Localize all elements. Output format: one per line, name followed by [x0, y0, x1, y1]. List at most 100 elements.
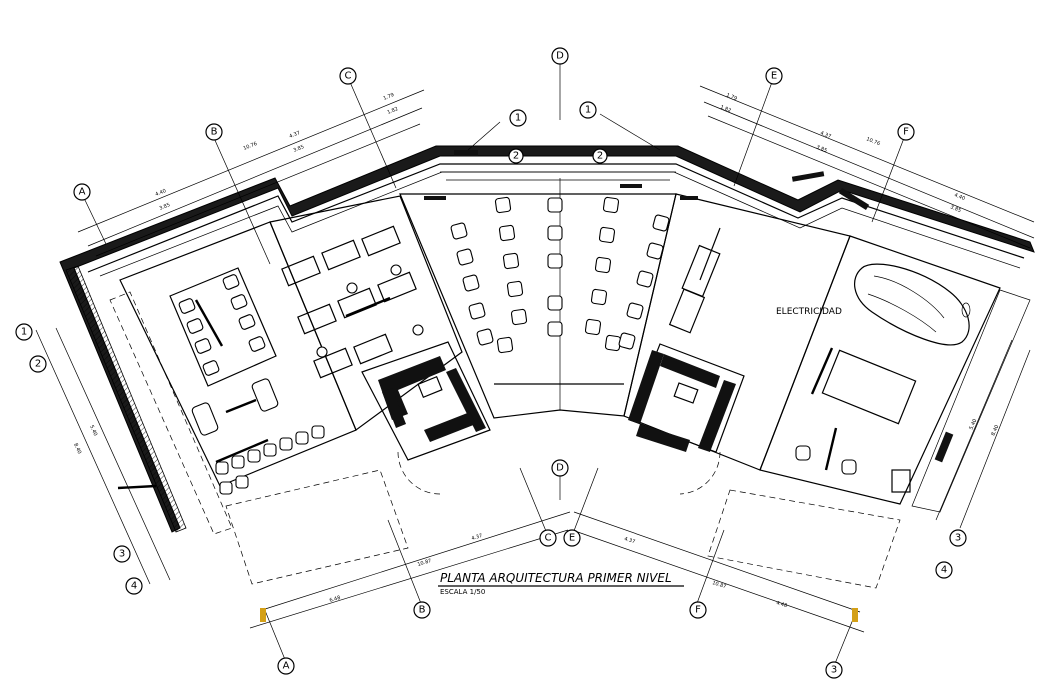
axis-bubble-c-bottom: C [539, 529, 557, 547]
dim-left-1: 5.40 [88, 424, 98, 437]
axis-bubble-e-bottom: E [563, 529, 581, 547]
dim-top-right-5: 10.76 [865, 136, 881, 147]
garage-fixtures [795, 347, 954, 493]
dim-top-right-6: 4.40 [953, 192, 966, 202]
dim-bottom-3: 4.37 [471, 533, 483, 542]
axis-marker-right [852, 608, 858, 622]
dim-top-left-7: 3.85 [159, 202, 172, 212]
inner-wall-line [87, 163, 1025, 273]
axis-bubble-e-top: E [765, 67, 783, 85]
axis-bubble-1-left: 1 [15, 323, 33, 341]
axis-bubble-top-d: D [551, 47, 569, 65]
svg-text:3: 3 [955, 533, 961, 544]
bottom-right-room [707, 489, 901, 589]
axis-bubble-a-bottom: A [277, 657, 295, 675]
electric-room [623, 193, 851, 471]
svg-text:E: E [771, 71, 777, 82]
dim-bottom-5: 4.48 [775, 600, 787, 609]
axis-bubble-mid-d: D [551, 459, 569, 477]
svg-text:D: D [556, 51, 564, 62]
axis-bubble-2-left: 2 [29, 355, 47, 373]
dim-top-left-3: 4.37 [289, 130, 302, 140]
dim-top-right-3: 4.37 [819, 130, 832, 140]
left-corridor [109, 291, 233, 535]
svg-text:1: 1 [515, 113, 521, 124]
top-window-strip [424, 150, 676, 200]
electric-fixtures [668, 171, 870, 334]
dimension-lines [35, 60, 1035, 667]
garage-room [759, 235, 1001, 505]
dim-top-left-6: 4.40 [155, 188, 168, 198]
svg-text:4: 4 [941, 565, 947, 576]
axis-bubble-2-top-left: 2 [508, 148, 524, 164]
workstations [281, 225, 424, 379]
axis-bubbles: D D C B A E F 1 2 3 4 3 4 B A C E F 3 1 … [15, 47, 967, 679]
dim-top-right-1: 1.79 [725, 92, 738, 102]
svg-text:2: 2 [35, 359, 41, 370]
svg-text:D: D [556, 463, 564, 474]
svg-text:2: 2 [597, 151, 603, 162]
dim-top-left-4: 3.85 [293, 144, 306, 154]
svg-text:C: C [545, 533, 552, 544]
dim-top-right-7: 3.85 [949, 204, 962, 214]
dim-top-left-1: 1.79 [383, 92, 396, 102]
axis-bubble-1-top-left: 1 [509, 109, 527, 127]
dimension-texts: 1.79 1.82 4.37 3.85 10.76 4.40 3.85 1.79… [72, 92, 1000, 609]
dim-top-right-2: 1.82 [719, 104, 732, 114]
dim-bottom-6: 10.87 [711, 580, 726, 590]
svg-text:B: B [419, 605, 426, 616]
axis-bubble-3-left: 3 [113, 545, 131, 563]
left-wing [109, 195, 491, 585]
axis-bubble-3-bottom: 3 [825, 661, 843, 679]
axis-bubble-2-top-right: 2 [592, 148, 608, 164]
dim-bottom-4: 4.37 [623, 536, 635, 545]
left-core [361, 341, 491, 461]
axis-bubble-c-top: C [339, 67, 357, 85]
svg-text:F: F [903, 127, 909, 138]
car-icon [854, 263, 971, 346]
dim-top-left-2: 1.82 [387, 106, 400, 116]
dim-right-2: 8.40 [990, 424, 1000, 437]
svg-text:A: A [79, 187, 86, 198]
right-wing: ELECTRICIDAD [623, 171, 1031, 589]
dim-top-left-5: 10.76 [243, 141, 259, 152]
axis-bubble-a-top: A [73, 183, 91, 201]
room-label-electricidad: ELECTRICIDAD [776, 307, 842, 317]
right-core [628, 343, 745, 453]
svg-text:2: 2 [513, 151, 519, 162]
left-marker-bar [117, 484, 157, 490]
axis-bubble-4-left: 4 [125, 577, 143, 595]
drawing-title-block: PLANTA ARQUITECTURA PRIMER NIVEL ESCALA … [438, 571, 684, 596]
conference-table-center [194, 299, 224, 347]
desk-room-left [269, 195, 463, 431]
waiting-chairs [215, 425, 325, 495]
svg-text:E: E [569, 533, 575, 544]
dim-bottom-1: 10.87 [417, 558, 432, 568]
drawing-scale: ESCALA 1/50 [440, 588, 485, 596]
svg-text:1: 1 [585, 105, 591, 116]
axis-bubble-b-bottom: B [413, 601, 431, 619]
axis-bubble-f-top: F [897, 123, 915, 141]
svg-text:A: A [283, 661, 290, 672]
drawing-title: PLANTA ARQUITECTURA PRIMER NIVEL [440, 571, 672, 585]
svg-text:4: 4 [131, 581, 137, 592]
axis-bubble-b-top: B [205, 123, 223, 141]
svg-text:3: 3 [831, 665, 837, 676]
svg-text:C: C [345, 71, 352, 82]
dim-right-1: 5.40 [968, 418, 978, 431]
svg-text:F: F [695, 605, 701, 616]
axis-bubble-f-bottom: F [689, 601, 707, 619]
axis-bubble-1-top-right: 1 [579, 101, 597, 119]
bottom-left-room [225, 469, 409, 585]
dim-top-right-4: 3.85 [815, 144, 828, 154]
axis-bubble-4-right: 4 [935, 561, 953, 579]
door-swing-right [679, 451, 721, 495]
conference-table-outline [169, 267, 277, 387]
lounge-furniture [191, 378, 279, 464]
conference-chairs [178, 274, 266, 376]
auditorium-outline [399, 193, 677, 419]
center-auditorium [399, 150, 677, 419]
axis-marker-left [260, 608, 266, 622]
right-corridor [911, 289, 1031, 513]
